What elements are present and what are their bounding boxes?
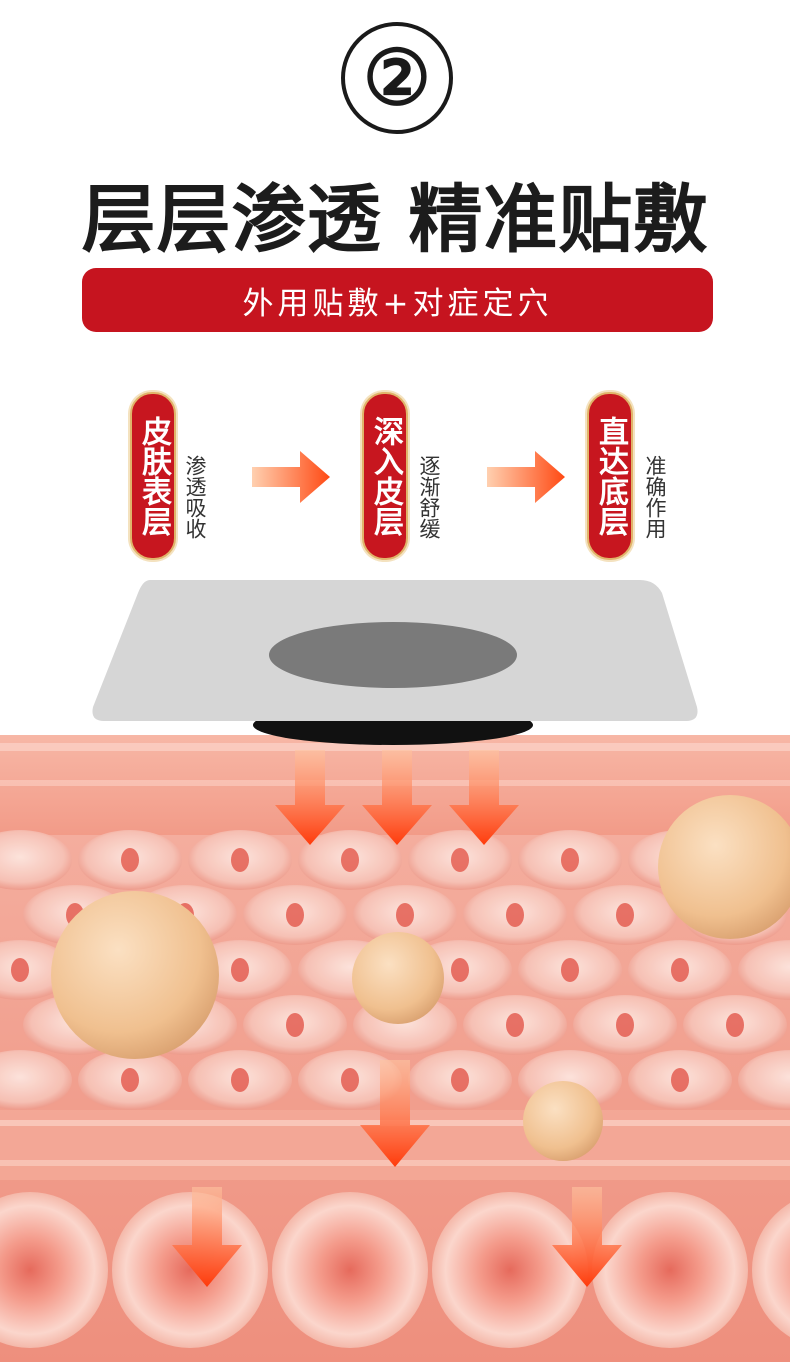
page-headline: 层层渗透 精准贴敷 (81, 177, 709, 263)
stage-note: 逐渐舒缓 (417, 455, 441, 539)
arrow-down-icon (275, 750, 345, 845)
stage-tag-deep-layer: 直达底层 (587, 392, 633, 560)
arrow-right-icon (487, 451, 565, 503)
stage-tag-label: 直达底层 (593, 416, 628, 536)
stage-note: 准确作用 (643, 455, 667, 539)
arrow-right-icon (252, 451, 330, 503)
step-number: ② (362, 33, 432, 122)
feature-banner-text: 外用贴敷+对症定穴 (242, 285, 553, 322)
stage-tag-label: 皮肤表层 (136, 416, 171, 536)
stage-note: 渗透吸收 (183, 455, 207, 539)
arrow-down-icon (362, 750, 432, 845)
skin-penetration-illustration (0, 580, 790, 1362)
penetration-arrows (172, 750, 622, 1287)
stage-tag-inner-layer: 深入皮层 (362, 392, 408, 560)
arrow-down-icon (449, 750, 519, 845)
arrow-down-icon (360, 1060, 430, 1167)
ingredient-particles (51, 795, 790, 1161)
arrow-down-icon (552, 1187, 622, 1287)
patch (92, 580, 698, 745)
stage-tag-label: 深入皮层 (368, 416, 403, 536)
step-number-badge: ② (341, 22, 453, 134)
feature-banner: 外用贴敷+对症定穴 (82, 268, 713, 332)
arrow-down-icon (172, 1187, 242, 1287)
stage-tag-skin-surface: 皮肤表层 (130, 392, 176, 560)
deep-layer-cells (0, 1192, 790, 1348)
